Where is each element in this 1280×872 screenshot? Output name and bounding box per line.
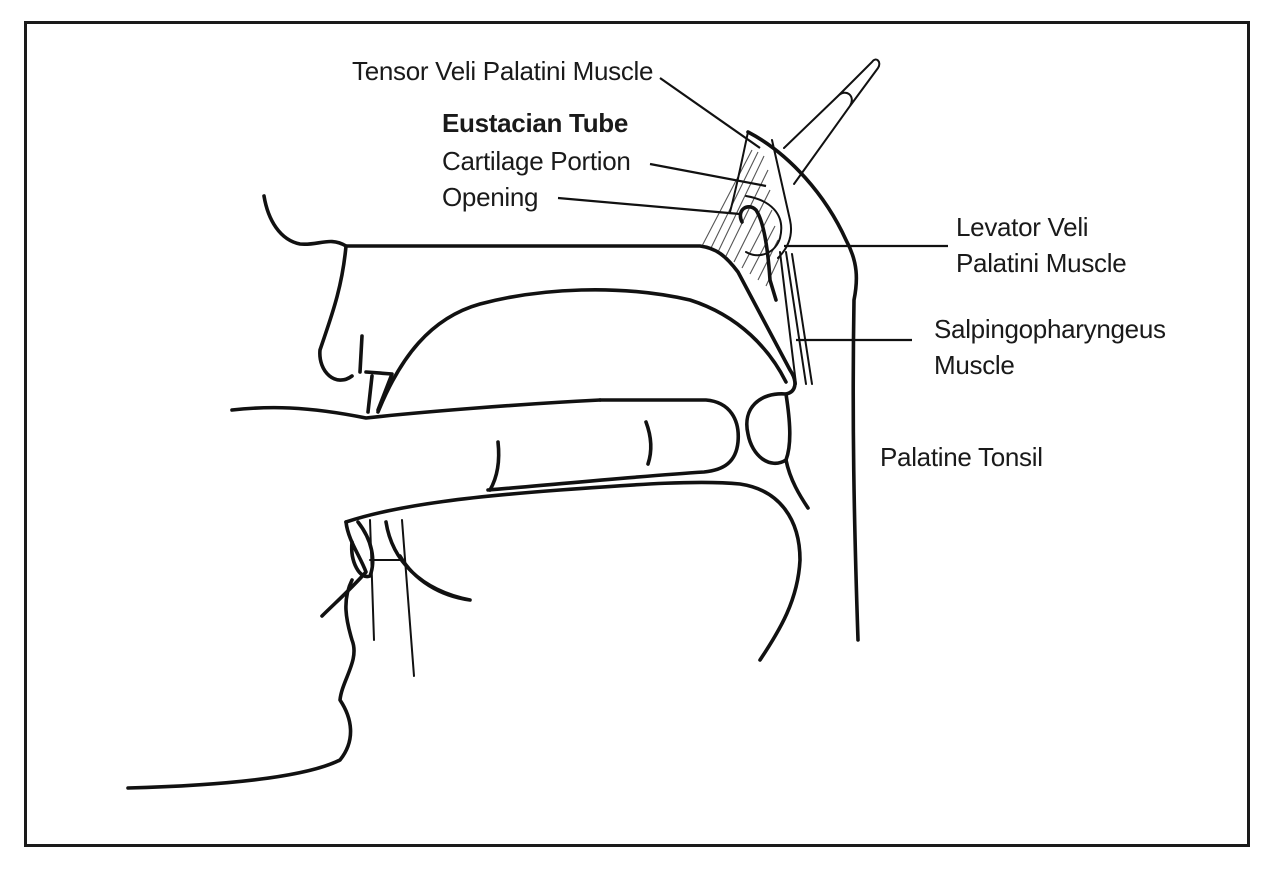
nose-profile-outline — [262, 194, 797, 396]
lower-incisor — [384, 520, 472, 602]
opening-rim — [745, 195, 783, 257]
tongue-crease-back — [644, 420, 653, 466]
tongue-outline — [486, 398, 741, 492]
nostril-outline — [318, 244, 354, 382]
upper-incisor — [358, 334, 364, 374]
levator-label-line1: Levator Veli — [956, 212, 1089, 242]
pharynx-curve — [784, 458, 810, 510]
opening-leader-line — [557, 196, 741, 216]
upper-tooth — [364, 370, 394, 414]
tensor-veli-palatini-label: Tensor Veli Palatini Muscle — [352, 56, 654, 86]
levator-muscle-fibers — [779, 251, 813, 385]
eustachian-opening — [738, 205, 778, 302]
palate-arc — [376, 288, 788, 414]
levator-label-line2: Palatini Muscle — [956, 248, 1127, 278]
upper-lip-line — [230, 398, 602, 420]
palatine-tonsil-label: Palatine Tonsil — [880, 442, 1043, 472]
opening-label: Opening — [442, 182, 539, 212]
salpingo-label-line1: Salpingopharyngeus — [934, 314, 1166, 344]
eustachian-tube-heading: Eustacian Tube — [442, 108, 629, 138]
salpingo-label-line2: Muscle — [934, 350, 1015, 380]
tensor-leader-line — [659, 77, 761, 149]
diagram-border — [24, 21, 1250, 847]
chin-profile — [126, 520, 368, 790]
cartilage-portion-label: Cartilage Portion — [442, 146, 631, 176]
cartilage-leader-line — [649, 162, 767, 188]
eustachian-cartilage — [729, 131, 792, 259]
tongue-crease-front — [488, 440, 501, 492]
tonsil-shape — [745, 392, 792, 466]
probe-instrument — [783, 58, 881, 185]
lower-tooth — [349, 520, 375, 579]
mouth-floor-line — [344, 480, 802, 662]
pharyngeal-back-wall — [746, 130, 860, 642]
lower-jaw-lines — [369, 519, 415, 677]
